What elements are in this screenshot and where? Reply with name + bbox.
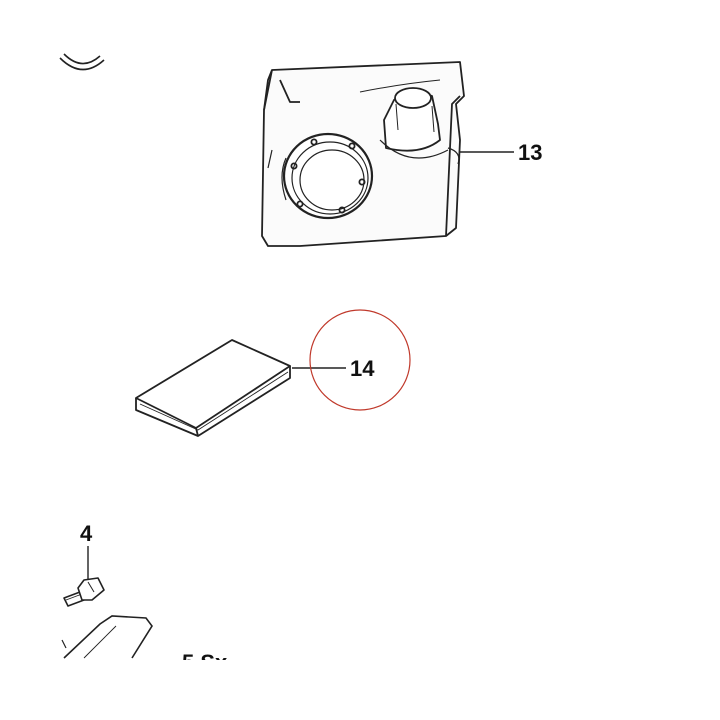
callout-4: 4	[80, 521, 93, 546]
callout-14: 14	[350, 356, 375, 381]
callout-partial-5: 5 Sx	[182, 650, 228, 675]
part-4-screw	[63, 577, 105, 607]
callout-13: 13	[518, 140, 542, 165]
part-13-housing	[261, 61, 465, 247]
cropped-part-top-left	[59, 53, 105, 71]
highlight-circle	[309, 309, 411, 411]
part-14-filter-pad	[135, 339, 291, 437]
cropped-part-bottom-left	[61, 615, 153, 659]
